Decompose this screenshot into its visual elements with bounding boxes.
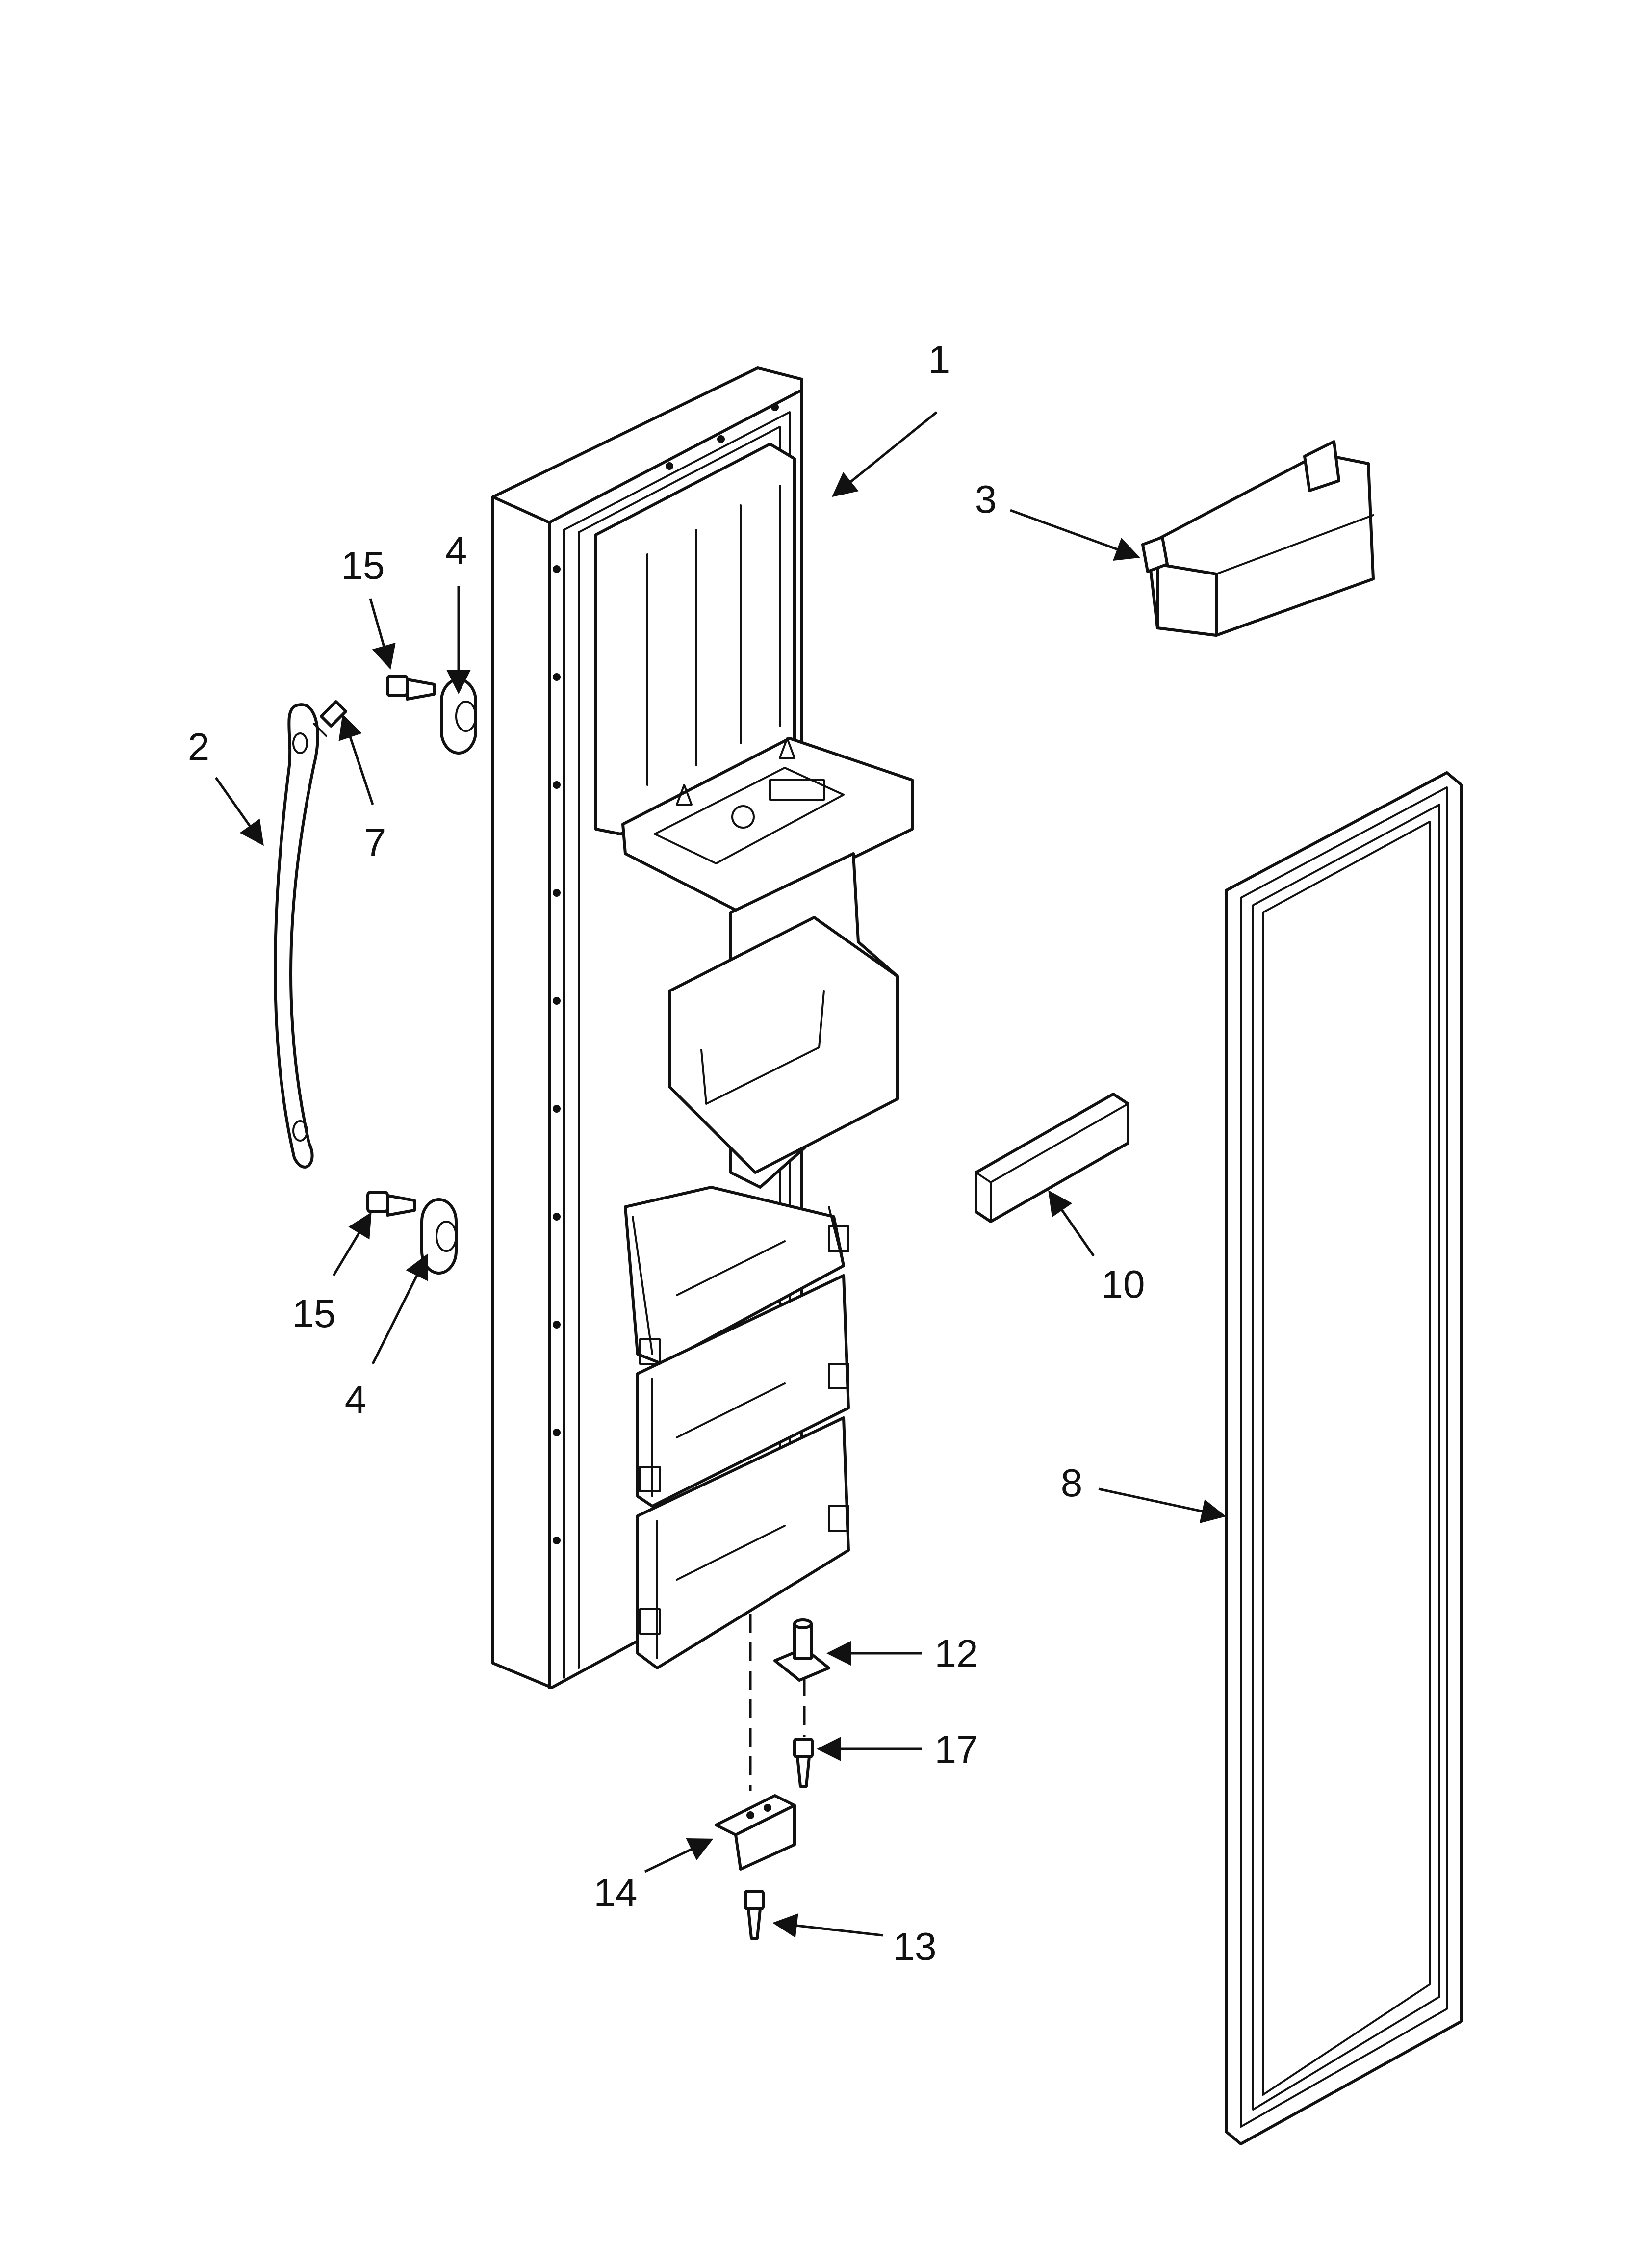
callout-labels: 1 3 15 4 2 7 15 4 10 8 12 17 14 13 <box>188 338 1145 1968</box>
callout-17: 17 <box>935 1727 978 1771</box>
screw-17 <box>793 1738 814 1788</box>
lower-hinge-14 <box>715 1794 796 1871</box>
door-liner-assembly <box>491 366 914 1689</box>
callout-1: 1 <box>928 338 950 381</box>
trim-channel-10 <box>975 1093 1129 1223</box>
callout-15-lower: 15 <box>292 1292 336 1335</box>
handle-spacer-lower <box>420 1198 458 1275</box>
callout-7: 7 <box>364 821 386 864</box>
screw-15-lower <box>366 1191 416 1217</box>
door-bins <box>624 1186 850 1669</box>
callout-10: 10 <box>1102 1262 1145 1306</box>
screw-13 <box>744 1890 765 1940</box>
leader-arrows <box>214 411 1226 1938</box>
callout-13: 13 <box>893 1925 937 1968</box>
screw-7 <box>313 700 347 737</box>
screw-15-upper <box>386 675 436 701</box>
callout-2: 2 <box>188 725 210 769</box>
callout-3: 3 <box>975 477 997 521</box>
callout-14: 14 <box>594 1871 638 1914</box>
handle-spacer-upper <box>440 678 477 755</box>
door-bin <box>1141 440 1375 637</box>
callout-15-upper: 15 <box>341 544 385 587</box>
callout-4-lower: 4 <box>345 1378 367 1421</box>
callout-12: 12 <box>935 1632 978 1675</box>
hinge-pin-12 <box>773 1618 830 1682</box>
callout-8: 8 <box>1061 1461 1083 1505</box>
door-handle <box>274 703 319 1169</box>
flange-screws <box>553 403 779 1544</box>
callout-4-upper: 4 <box>445 529 467 573</box>
door-gasket-8 <box>1225 771 1463 2145</box>
